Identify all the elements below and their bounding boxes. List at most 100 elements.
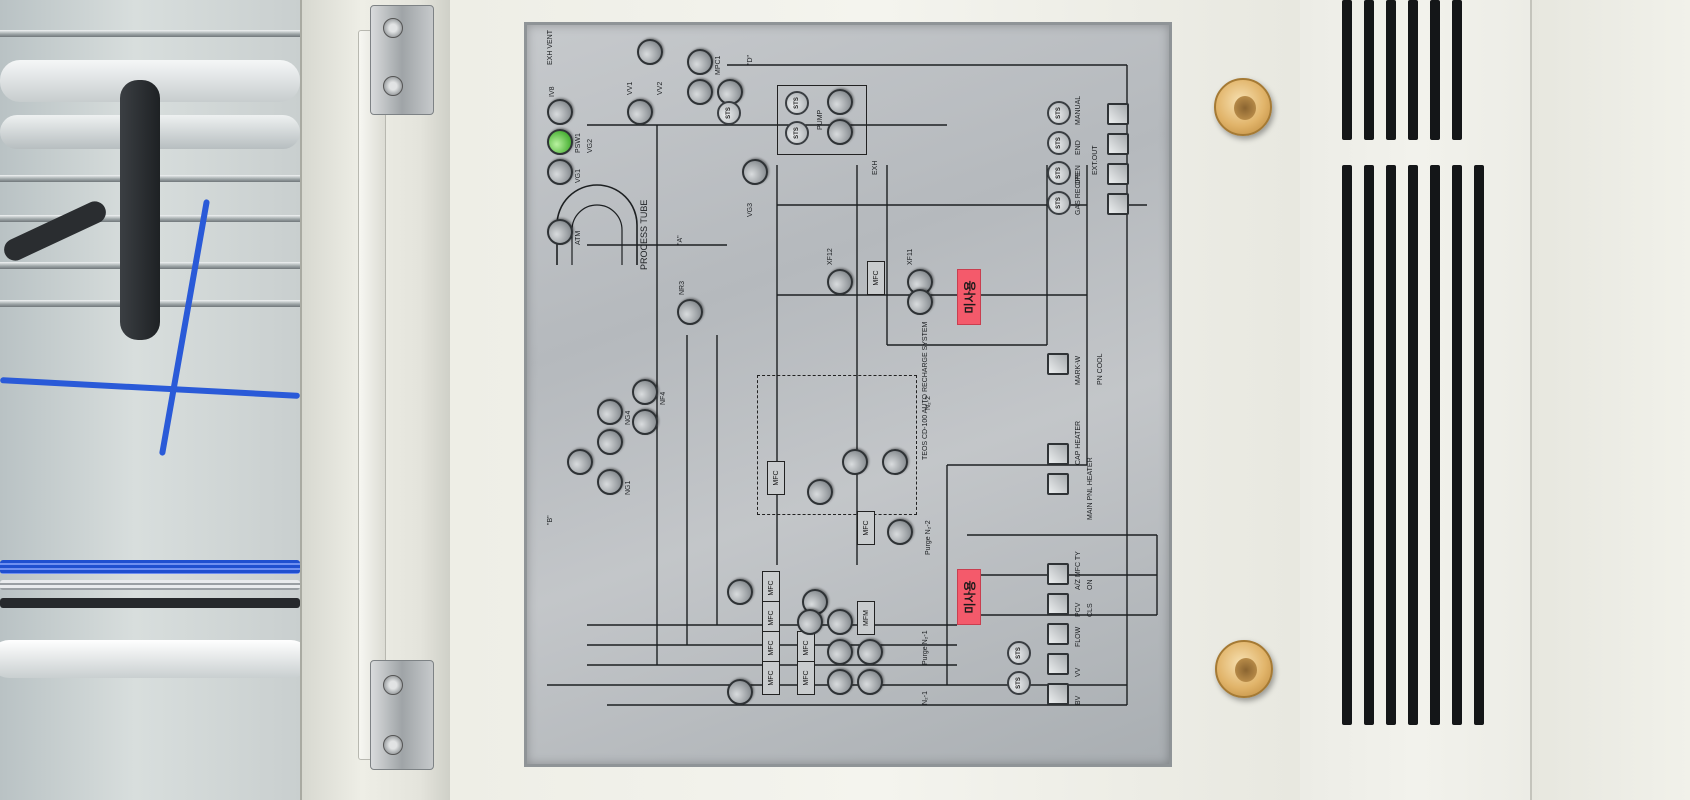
valve-iv8[interactable] [547, 99, 573, 125]
sts-indicator: STS [1047, 101, 1071, 125]
sts-indicator: STS [1047, 191, 1071, 215]
ext-out-button-2[interactable] [1107, 133, 1129, 155]
black-cable [120, 80, 160, 340]
blue-wire-bundle [0, 560, 300, 574]
valve-mr2[interactable] [727, 679, 753, 705]
sts-indicator: STS [1007, 641, 1031, 665]
valve-nf8[interactable] [857, 669, 883, 695]
purge-n2-1-label: Purge N₂-1 [922, 630, 929, 665]
valve-vv1[interactable] [627, 99, 653, 125]
marker-a: "A" [677, 235, 684, 245]
blue-wire [158, 198, 210, 457]
valve-nf2[interactable] [827, 639, 853, 665]
door-knob[interactable] [1214, 78, 1272, 136]
valve-xf13[interactable] [907, 289, 933, 315]
flow-button[interactable] [1047, 623, 1069, 645]
sts-indicator: STS [785, 91, 809, 115]
valve-nf1[interactable] [827, 609, 853, 635]
valve-nf6[interactable] [797, 609, 823, 635]
atm-label: ATM [575, 230, 582, 245]
valve-nr3[interactable] [677, 299, 703, 325]
valve-atm[interactable] [547, 219, 573, 245]
screw-icon [383, 735, 403, 755]
vv-label: VV [1075, 667, 1082, 677]
process-tube-label: PROCESS TUBE [639, 199, 649, 270]
cap-heater-button[interactable] [1047, 443, 1069, 465]
valve-xv[interactable] [742, 159, 768, 185]
valve-ti1[interactable] [882, 449, 908, 475]
xf11-label: XF11 [907, 248, 914, 265]
cap-heater-label: CAP HEATER [1075, 420, 1082, 465]
bv-button[interactable] [1047, 683, 1069, 705]
black-cable [0, 598, 300, 608]
nf4-label: NF4 [660, 391, 667, 405]
gas-flow-diagram: ATM PROCESS TUBE NR3 XF12 MFC XF11 미사용 V… [527, 25, 1167, 765]
ext-out-label: EXT.OUT [1092, 145, 1099, 175]
pcv-label: PCV [1075, 602, 1082, 617]
mfc-box: MFC [762, 571, 780, 605]
valve-o2[interactable] [727, 579, 753, 605]
vg3-label: VG3 [747, 202, 754, 217]
steel-rod [0, 30, 300, 37]
mark-w-button[interactable] [1047, 353, 1069, 375]
vent-grille-top [1340, 0, 1490, 140]
valve-ng2[interactable] [567, 449, 593, 475]
psw-label: PSW1 [575, 133, 582, 153]
on-label: ON [1087, 579, 1094, 591]
exh-label: EXH [872, 160, 879, 175]
ext-out-button-3[interactable] [1107, 163, 1129, 185]
exh-vent-label: EXH VENT [547, 29, 554, 65]
n2-2-label: N₂-2 [925, 396, 932, 410]
mfc-box: MFC [797, 631, 815, 665]
valve-ng1[interactable] [597, 469, 623, 495]
valve-no-green[interactable] [547, 129, 573, 155]
valve-nf7[interactable] [857, 639, 883, 665]
pcv-button[interactable] [1047, 593, 1069, 615]
black-cable [0, 197, 110, 265]
mfc-box: MFC [762, 661, 780, 695]
valve-vv2[interactable] [637, 39, 663, 65]
valve-ng3[interactable] [597, 429, 623, 455]
mfm-box: MFM [857, 601, 875, 635]
valve-n21[interactable] [887, 519, 913, 545]
ext-out-button-1[interactable] [1107, 103, 1129, 125]
pump-label: PUMP [817, 109, 824, 130]
marker-d: "D" [747, 54, 754, 65]
diagram-canvas: ATM PROCESS TUBE NR3 XF12 MFC XF11 미사용 V… [527, 25, 1167, 765]
door-knob[interactable] [1215, 640, 1273, 698]
valve-dp[interactable] [827, 89, 853, 115]
gas-recipe-label: GAS RECIPE [1075, 172, 1082, 215]
ng4-label: NG4 [625, 410, 632, 425]
cls-label: CLS [1087, 603, 1094, 617]
sts-indicator: STS [1047, 161, 1071, 185]
valve-nf3[interactable] [632, 409, 658, 435]
main-pnl-heater-button[interactable] [1047, 473, 1069, 495]
az-mfc-button[interactable] [1047, 563, 1069, 585]
valve-xf12[interactable] [827, 269, 853, 295]
ng1-label: NG1 [625, 480, 632, 495]
door-frame [300, 0, 450, 800]
end-label: END [1075, 140, 1082, 155]
valve-nf5[interactable] [827, 669, 853, 695]
mfc-box: MFC [867, 261, 885, 295]
valve-nf4[interactable] [632, 379, 658, 405]
sts-indicator: STS [785, 121, 809, 145]
valve-ng4[interactable] [597, 399, 623, 425]
valve-mpc1[interactable] [687, 49, 713, 75]
mpc1-label: MPC1 [715, 55, 722, 75]
valve-t2[interactable] [807, 479, 833, 505]
valve-t1[interactable] [842, 449, 868, 475]
vv-button[interactable] [1047, 653, 1069, 675]
mfc-box: MFC [762, 631, 780, 665]
mark-w-label: MARK-W [1075, 355, 1082, 385]
ext-out-button-4[interactable] [1107, 193, 1129, 215]
valve-iv1[interactable] [547, 159, 573, 185]
sts-indicator: STS [1007, 671, 1031, 695]
frame-rail [358, 30, 386, 760]
valve-mv[interactable] [687, 79, 713, 105]
valve-bp[interactable] [827, 119, 853, 145]
insulated-tube [0, 640, 300, 678]
screw-icon [383, 76, 403, 96]
vg2-label: VG2 [587, 138, 594, 153]
vv1-label: VV1 [627, 81, 634, 95]
